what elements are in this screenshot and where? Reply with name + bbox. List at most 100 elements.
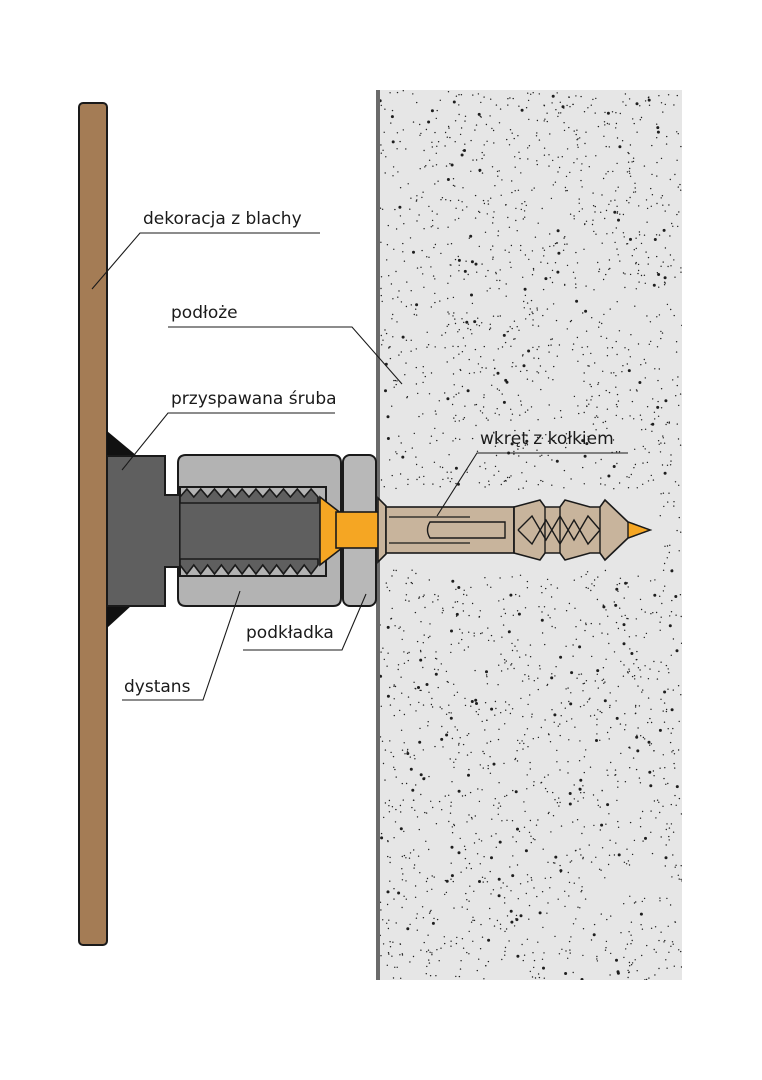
wall-speckle (480, 101, 482, 104)
wall-speckle (480, 356, 482, 358)
wall-speckle (555, 459, 559, 463)
wall-speckle (536, 348, 538, 351)
wall-speckle (390, 115, 394, 119)
wall-speckle (380, 651, 382, 653)
wall-speckle (556, 761, 558, 763)
wall-speckle (459, 368, 461, 371)
wall-speckle (580, 179, 582, 182)
wall-speckle (583, 248, 585, 250)
wall-speckle (424, 606, 426, 609)
wall-speckle (423, 286, 425, 288)
wall-speckle (583, 380, 585, 382)
wall-speckle (442, 432, 444, 434)
wall-speckle (581, 886, 583, 888)
wall-speckle (640, 735, 642, 737)
wall-speckle (458, 642, 460, 644)
wall-speckle (478, 210, 480, 213)
wall-speckle (616, 205, 618, 207)
wall-speckle (606, 918, 608, 921)
wall-speckle (661, 332, 664, 334)
wall-speckle (577, 906, 579, 908)
wall-speckle (492, 222, 494, 224)
wall-speckle (411, 806, 413, 809)
wall-speckle (674, 173, 676, 176)
wall-speckle (508, 476, 511, 479)
wall-speckle (513, 137, 515, 140)
wall-speckle (537, 325, 540, 327)
wall-speckle (614, 241, 616, 244)
wall-speckle (644, 611, 646, 613)
wall-speckle (419, 168, 421, 170)
wall-speckle (408, 857, 411, 859)
wall-speckle (512, 836, 514, 838)
wall-speckle (459, 737, 461, 739)
wall-speckle (634, 191, 637, 193)
wall-speckle (447, 282, 449, 284)
wall-speckle (395, 922, 397, 924)
wall-speckle (484, 877, 486, 879)
label-plate-text: dekoracja z blachy (143, 209, 302, 229)
wall-speckle (528, 118, 530, 121)
wall-speckle (645, 251, 647, 253)
wall-speckle (621, 371, 623, 373)
wall-speckle (564, 186, 567, 189)
wall-speckle (650, 721, 653, 724)
wall-speckle (650, 927, 653, 929)
wall-speckle (447, 91, 450, 93)
wall-speckle (400, 977, 402, 979)
wall-speckle (468, 372, 471, 375)
wall-speckle (536, 449, 538, 451)
wall-speckle (484, 231, 487, 233)
wall-speckle (505, 295, 507, 297)
wall-speckle (412, 799, 415, 801)
wall-speckle (552, 791, 554, 794)
wall-speckle (533, 357, 535, 359)
wall-speckle (561, 948, 563, 950)
wall-speckle (449, 812, 452, 814)
wall-speckle (586, 346, 589, 348)
wall-speckle (527, 664, 529, 667)
wall-speckle (401, 692, 403, 694)
wall-speckle (659, 811, 661, 814)
wall-speckle (510, 419, 512, 421)
wall-speckle (419, 134, 421, 136)
wall-speckle (560, 702, 563, 704)
wall-speckle (663, 284, 666, 286)
wall-speckle (565, 446, 567, 449)
wall-speckle (542, 288, 545, 291)
wall-speckle (449, 200, 452, 202)
wall-speckle (568, 881, 571, 884)
wall-speckle (660, 102, 663, 104)
wall-speckle (537, 222, 539, 224)
wall-speckle (453, 766, 455, 769)
wall-speckle (568, 96, 570, 98)
wall-speckle (670, 945, 672, 947)
wall-speckle (422, 777, 426, 781)
wall-speckle (526, 580, 529, 583)
wall-speckle (616, 393, 619, 396)
wall-speckle (513, 320, 516, 322)
wall-speckle (609, 706, 611, 709)
wall-speckle (454, 185, 456, 187)
wall-speckle (632, 757, 635, 759)
wall-speckle (613, 372, 615, 374)
wall-speckle (597, 383, 599, 386)
wall-speckle (552, 303, 555, 305)
wall-speckle (458, 420, 460, 422)
wall-speckle (535, 135, 538, 137)
wall-speckle (431, 146, 433, 148)
wall-speckle (524, 216, 526, 218)
wall-speckle (395, 270, 397, 273)
wall-speckle (664, 767, 666, 769)
wall-speckle (596, 406, 598, 408)
wall-speckle (396, 380, 398, 382)
wall-speckle (492, 889, 495, 891)
wall-speckle (560, 715, 562, 717)
wall-speckle (426, 890, 428, 893)
wall-speckle (456, 936, 458, 939)
wall-speckle (633, 675, 636, 677)
wall-speckle (473, 372, 475, 374)
wall-speckle (500, 483, 502, 486)
wall-speckle (491, 384, 493, 386)
wall-speckle (497, 684, 499, 686)
